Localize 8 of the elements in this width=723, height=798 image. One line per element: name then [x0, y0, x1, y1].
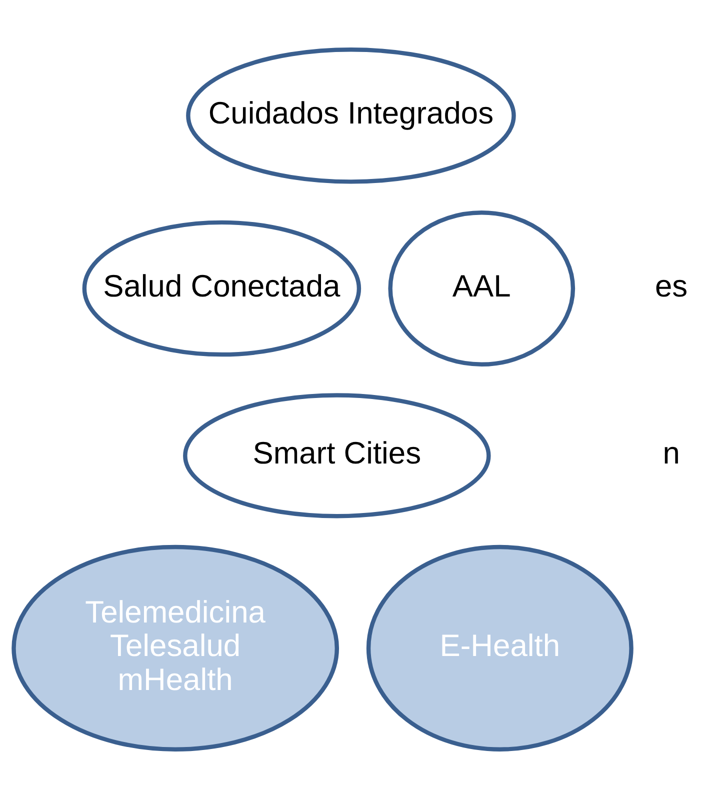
node-ellipse: E-Health	[366, 544, 634, 751]
label: n	[662, 435, 680, 470]
node-ellipse: Telemedicina Telesalud mHealth	[12, 544, 340, 751]
node-ellipse: Smart Cities	[183, 392, 491, 518]
node-ellipse: Cuidados Integrados	[186, 47, 516, 184]
node-ellipse: Salud Conectada	[82, 220, 362, 356]
label: es	[655, 268, 688, 303]
node-ellipse: AAL	[388, 210, 576, 366]
